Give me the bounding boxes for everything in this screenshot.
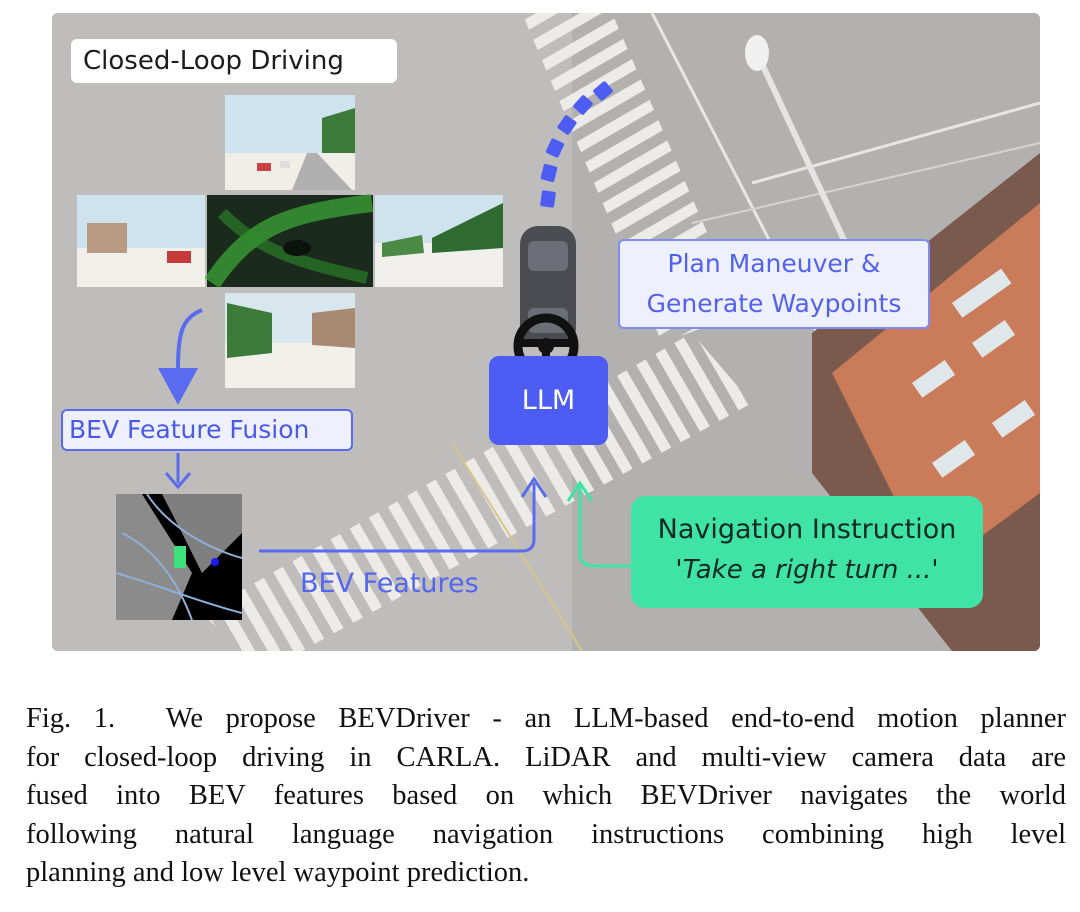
camera-center-lidar: [207, 195, 373, 287]
lamp-head: [745, 35, 769, 71]
bev-features-label: BEV Features: [300, 568, 479, 599]
camera-front: [225, 95, 355, 190]
bev-feature-fusion-label: BEV Feature Fusion: [61, 409, 353, 451]
caption-line: following natural language navigation in…: [26, 816, 1066, 855]
bev-map: [116, 494, 242, 620]
navigation-title: Navigation Instruction: [631, 496, 983, 545]
figure-title: Closed-Loop Driving: [71, 39, 397, 83]
figure-caption: Fig. 1. We propose BEVDriver - an LLM-ba…: [26, 700, 1066, 893]
navigation-quote: 'Take a right turn ...': [631, 545, 983, 585]
camera-rear: [225, 293, 355, 388]
caption-line: fused into BEV features based on which B…: [26, 777, 1066, 816]
camera-left: [77, 195, 205, 287]
navigation-instruction-box: Navigation Instruction 'Take a right tur…: [631, 496, 983, 608]
caption-line: Fig. 1. We propose BEVDriver - an LLM-ba…: [26, 700, 1066, 739]
llm-box: LLM: [489, 356, 608, 445]
caption-line: planning and low level waypoint predicti…: [26, 854, 1066, 893]
plan-label-line1: Plan Maneuver &: [620, 244, 928, 284]
camera-right: [375, 195, 503, 287]
plan-maneuver-box: Plan Maneuver & Generate Waypoints: [618, 239, 930, 329]
caption-line: for closed-loop driving in CARLA. LiDAR …: [26, 739, 1066, 778]
figure-illustration: Closed-Loop Driving BEV Feature Fusion P…: [52, 13, 1040, 651]
plan-label-line2: Generate Waypoints: [620, 284, 928, 324]
